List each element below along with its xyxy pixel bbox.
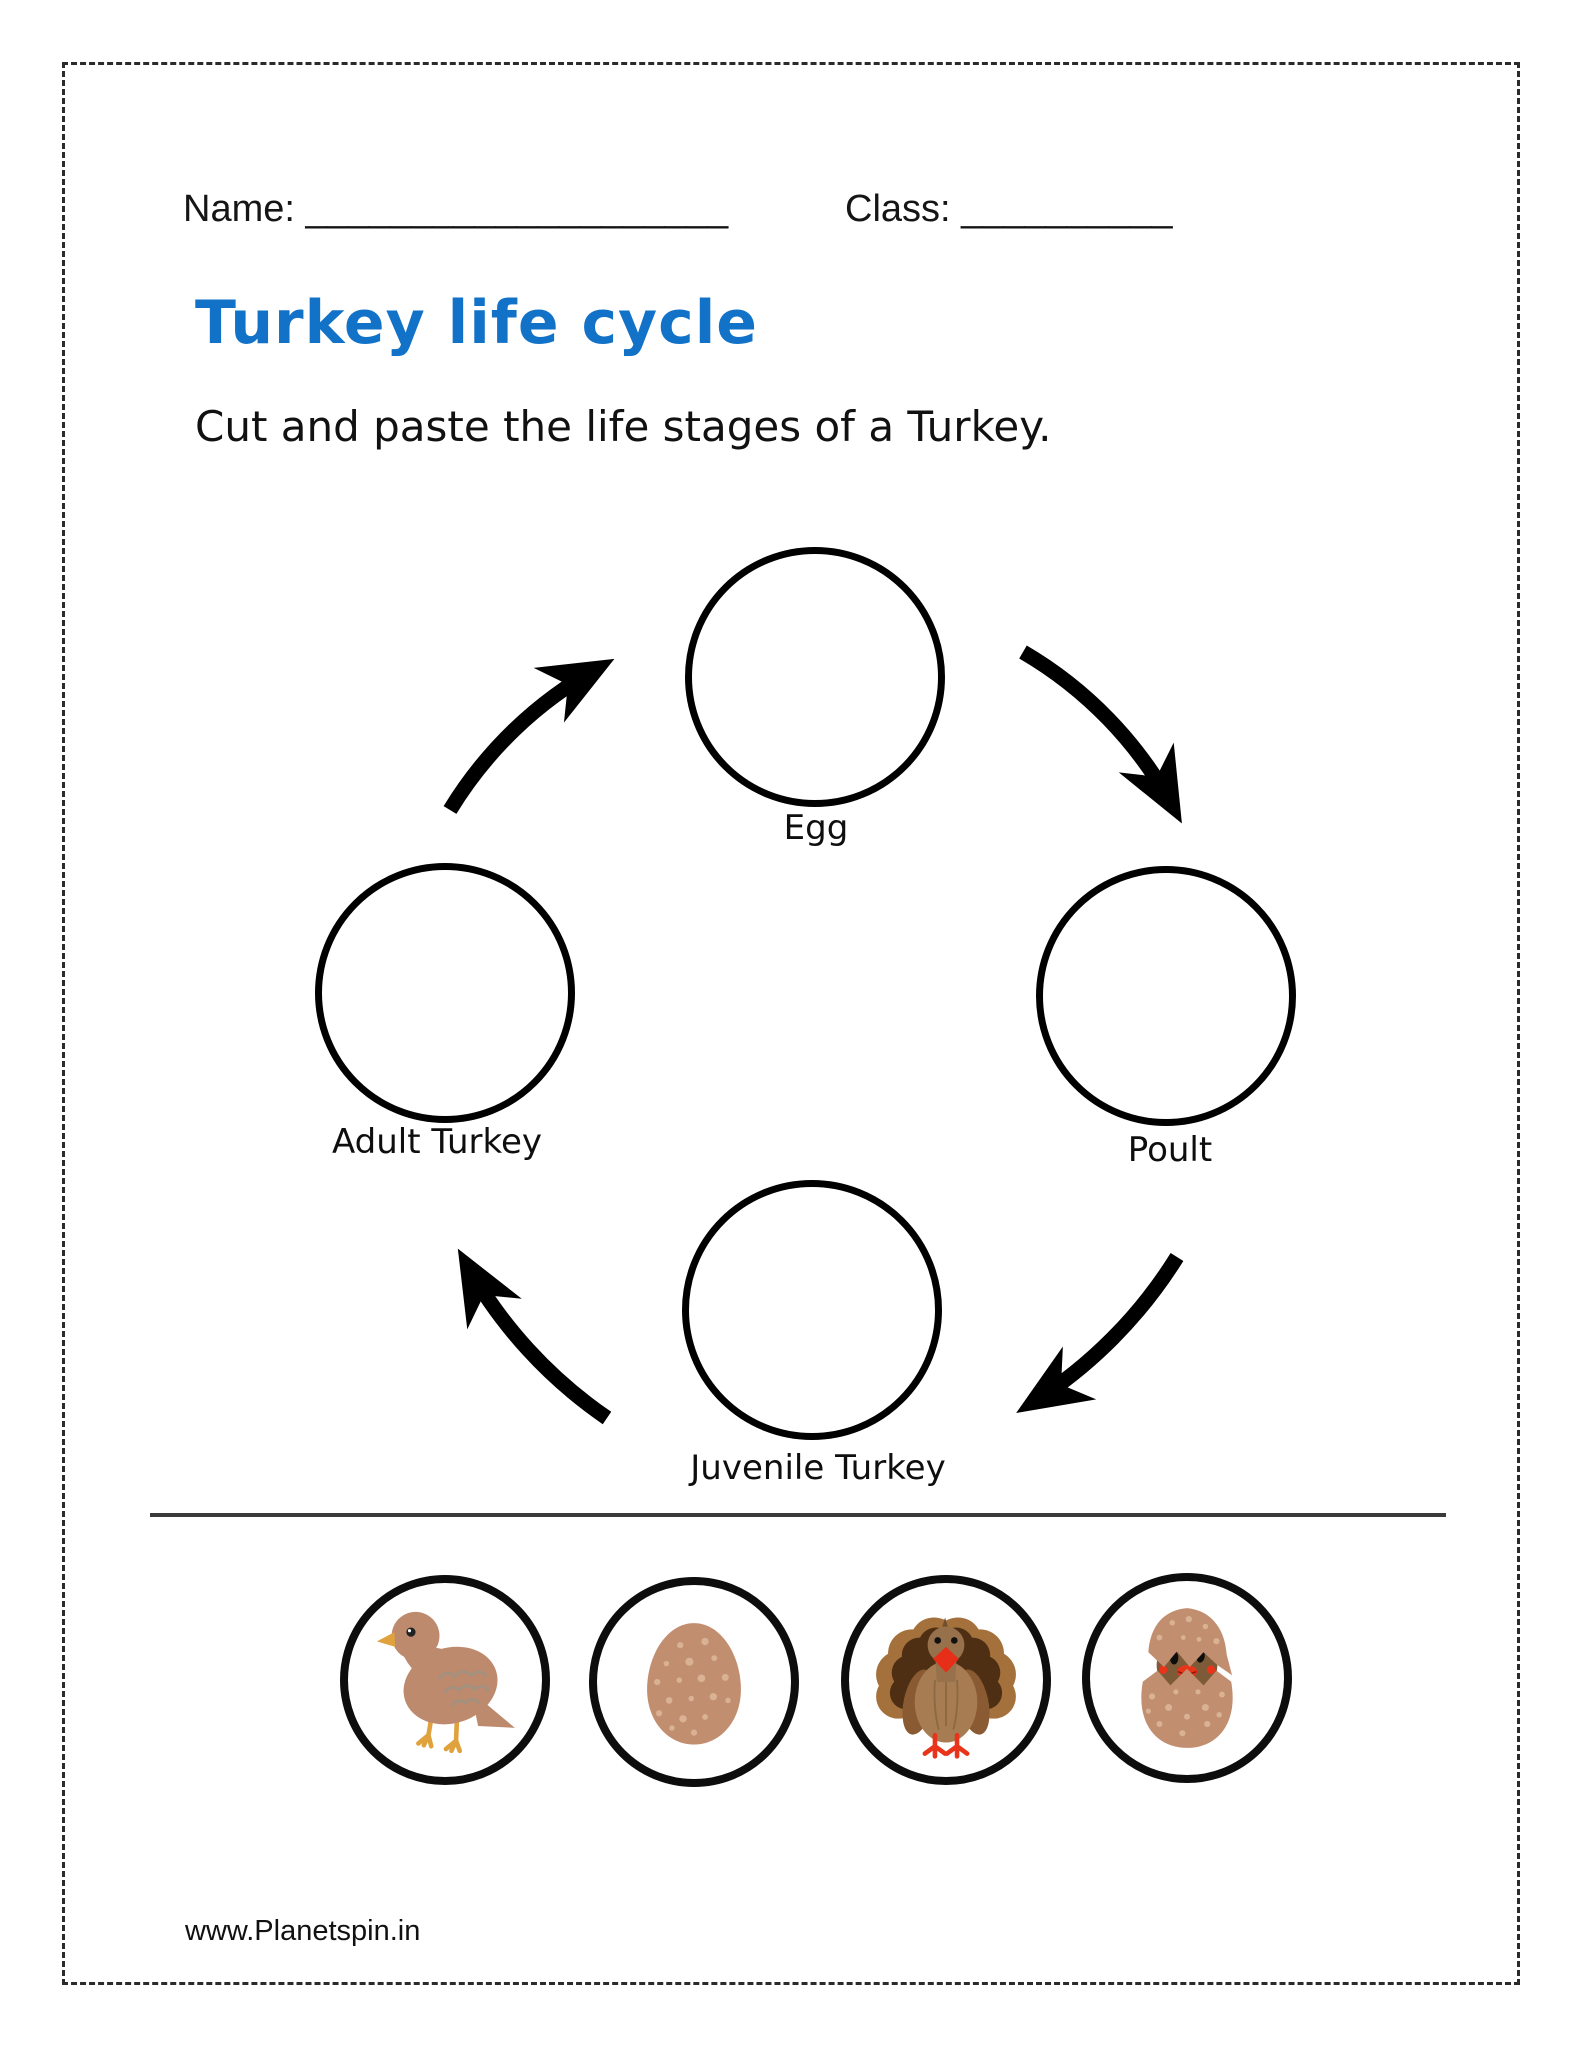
- cut-line-separator: [150, 1513, 1446, 1517]
- name-field-row: Name: ____________________: [183, 188, 728, 231]
- stage-circle-adult-turkey[interactable]: [315, 863, 575, 1123]
- stage-label-juvenile-turkey: Juvenile Turkey: [690, 1448, 946, 1488]
- turkey-egg-image: [647, 1623, 741, 1745]
- name-label: Name:: [183, 188, 295, 230]
- hatching-poult-image: [1141, 1608, 1233, 1748]
- name-blank-line[interactable]: ____________________: [305, 188, 729, 230]
- dashed-page-border: [62, 62, 1520, 1985]
- stage-circle-egg[interactable]: [685, 547, 945, 807]
- page-title: Turkey life cycle: [195, 288, 758, 358]
- cutout-circle-egg[interactable]: [589, 1577, 799, 1787]
- class-field-row: Class: __________: [845, 188, 1172, 231]
- cutout-circle-hatching-poult[interactable]: [1082, 1573, 1292, 1783]
- class-blank-line[interactable]: __________: [961, 188, 1173, 230]
- cutout-circle-adult-turkey[interactable]: [841, 1575, 1051, 1785]
- class-label: Class:: [845, 188, 951, 230]
- website-footer: www.Planetspin.in: [185, 1915, 421, 1947]
- stage-circle-juvenile-turkey[interactable]: [682, 1180, 942, 1440]
- cutout-circle-juvenile-turkey[interactable]: [340, 1575, 550, 1785]
- juvenile-turkey-image: [376, 1611, 515, 1754]
- stage-label-adult-turkey: Adult Turkey: [331, 1122, 543, 1162]
- instruction-text: Cut and paste the life stages of a Turke…: [195, 402, 1052, 451]
- adult-turkey-image: [876, 1617, 1016, 1759]
- stage-label-poult: Poult: [1127, 1130, 1213, 1170]
- stage-circle-poult[interactable]: [1036, 866, 1296, 1126]
- stage-label-egg: Egg: [783, 808, 849, 848]
